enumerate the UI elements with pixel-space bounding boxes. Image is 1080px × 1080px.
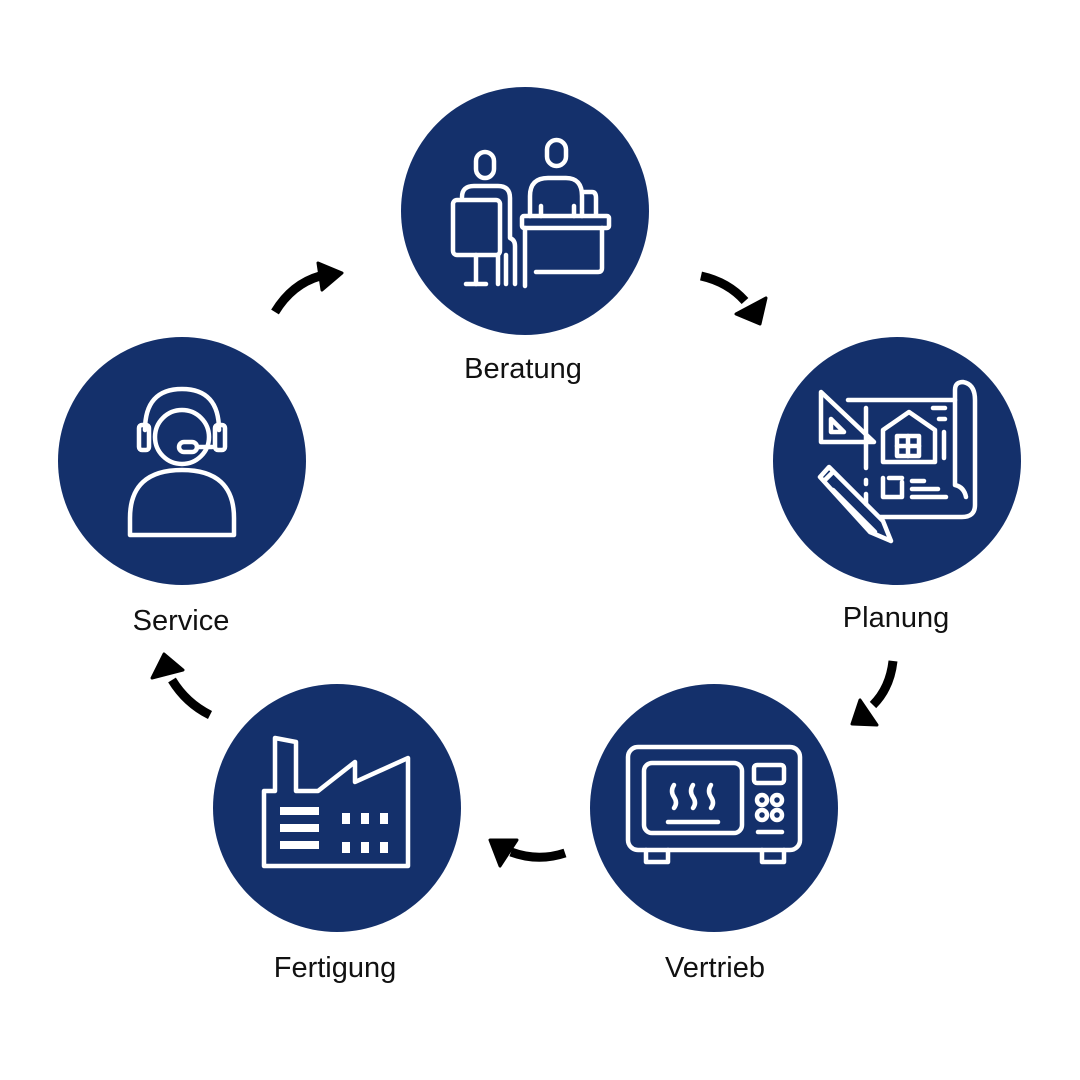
step-circle-beratung [401, 87, 649, 335]
arrow-vertrieb-to-fertigung [488, 838, 567, 868]
headset-agent-icon [127, 386, 237, 538]
step-label-vertrieb: Vertrieb [665, 952, 765, 984]
step-label-fertigung: Fertigung [273, 952, 397, 984]
arrow-planung-to-vertrieb [850, 660, 898, 727]
step-label-service: Service [132, 605, 230, 637]
step-label-beratung: Beratung [464, 353, 582, 385]
consultation-desk-icon [450, 137, 612, 289]
step-label-planung: Planung [842, 602, 950, 634]
step-circle-service [58, 337, 306, 585]
arrow-service-to-beratung [271, 261, 344, 315]
step-circle-fertigung [213, 684, 461, 932]
microwave-icon [625, 744, 803, 865]
arrow-fertigung-to-service [150, 652, 213, 720]
arrow-beratung-to-planung [699, 271, 768, 326]
blueprint-house-icon [817, 379, 978, 544]
factory-icon [261, 735, 411, 869]
